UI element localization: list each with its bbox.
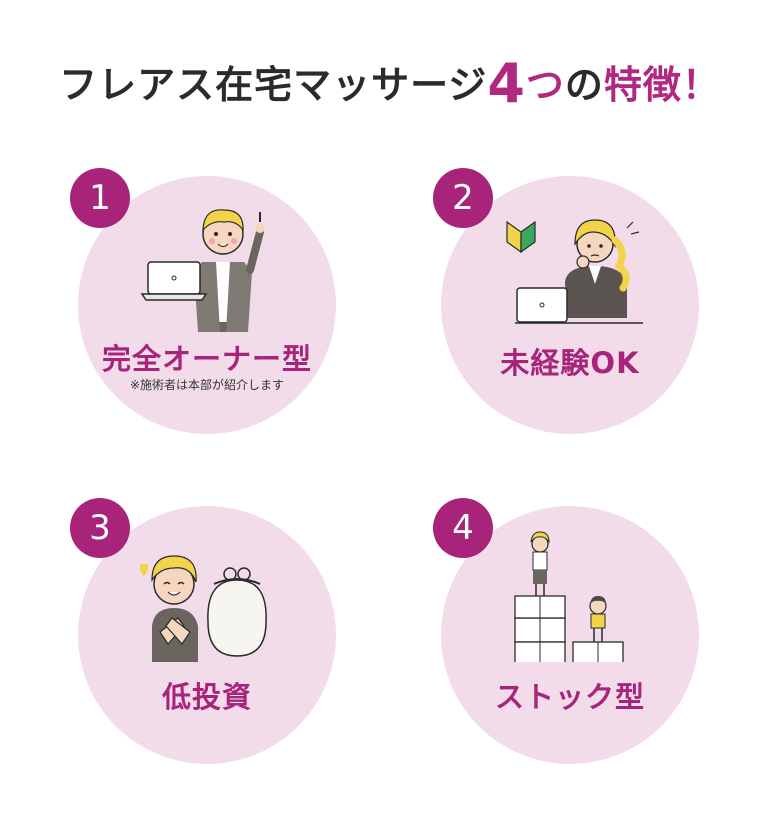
feature-number-badge: 2 [433,168,493,228]
happy-person-with-purse-icon [140,555,267,662]
feature-number-badge: 1 [70,168,130,228]
feature-card-4: 4 ストック型 [433,498,699,764]
page-headline: フレアス在宅マッサージ4つの特徴！ [0,52,780,115]
headline-number: 4 [487,52,526,115]
feature-card-3: 3 低投資 [70,498,336,764]
people-on-stacked-boxes-icon [514,531,624,662]
beginner-woman-at-laptop-icon [506,219,643,324]
feature-title: 完全オーナー型 [101,342,312,376]
headline-counter: つ [525,63,565,107]
feature-title: 未経験OK [500,346,640,380]
businessman-with-laptop-icon [140,209,265,332]
feature-number-badge: 4 [433,498,493,558]
headline-particle: の [564,63,604,107]
feature-note: ※施術者は本部が紹介します [129,378,285,392]
feature-title: 低投資 [161,680,252,714]
feature-title: ストック型 [494,680,645,714]
feature-card-1: 1 完全オーナー型 ※施術者は本部が紹介します [70,168,336,434]
feature-number-badge: 3 [70,498,130,558]
headline-accent: 特徴！ [603,63,721,107]
headline-prefix: フレアス在宅マッサージ [59,63,488,107]
feature-card-2: 2 未経験OK [433,168,699,434]
